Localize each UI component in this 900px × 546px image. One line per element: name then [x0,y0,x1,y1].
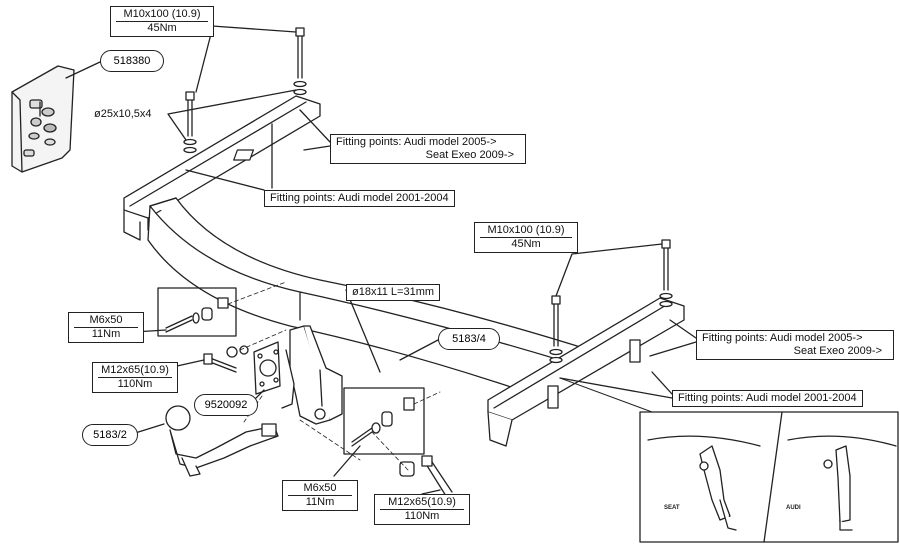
fit-note-line1: Fitting points: Audi model 2005-> [336,136,497,148]
bottom-m12-bolt [399,455,453,497]
spec-torque: 45Nm [480,237,572,251]
spec-torque: 45Nm [116,21,208,35]
part-5183-4: 5183/4 [438,328,500,350]
part-518380: 518380 [100,50,164,72]
leader-top-left-spec [195,25,297,93]
right-bolts [549,239,673,364]
leader-fit-left-2005 [299,109,331,151]
fit-note-line2: Seat Exeo 2009-> [793,345,882,357]
socket-plate [253,341,281,395]
fitting-kit-bag [11,65,75,173]
spacer-label: ø18x11 L=31mm [346,284,441,301]
leader-fit-left-2001 [185,123,273,191]
leader-518380 [65,61,101,79]
leader-fit-right-2005 [649,319,697,357]
bottom-m6-bolt [351,397,415,447]
leader-fit-right-2001 [559,371,673,399]
spec-torque: 11Nm [74,327,138,341]
inset-label-seat: SEAT [664,505,680,511]
spec-right: M10x100 (10.9) 45Nm [474,222,578,253]
leader-bottom-m12 [421,489,441,495]
spec-torque: 11Nm [288,495,352,509]
spec-torque: 110Nm [380,509,464,523]
spec-bolt: M12x65(10.9) [101,364,169,376]
spec-bolt: M6x50 [89,314,123,326]
spec-bolt: M12x65(10.9) [388,496,456,508]
tow-ball [165,405,279,477]
centre-bracket [281,325,343,425]
spec-torque: 110Nm [98,377,172,391]
top-left-bolts [183,27,307,154]
inset-panel [559,377,899,543]
spec-bolt: M10x100 (10.9) [123,8,201,20]
leader-spacer [345,289,381,373]
left-side-bracket [123,95,321,241]
spec-left-m12: M12x65(10.9) 110Nm [92,362,178,393]
fit-note-line1: Fitting points: Audi model 2005-> [702,332,863,344]
fit-note-right-2005: Fitting points: Audi model 2005-> Seat E… [696,330,894,360]
fit-note-line2: Seat Exeo 2009-> [425,149,514,161]
inset-audi-bracket [823,445,853,531]
detail-box-left [157,287,237,337]
spec-left-m6: M6x50 11Nm [68,312,144,343]
spec-bolt: M6x50 [303,482,337,494]
leader-right-spec [555,243,663,297]
leader-5183-4 [399,339,439,361]
leader-bottom-m6 [333,445,361,477]
fit-note-left-2005: Fitting points: Audi model 2005-> Seat E… [330,134,526,164]
inset-label-audi: AUDI [786,505,801,511]
spec-bottom-m6: M6x50 11Nm [282,480,358,511]
left-m12-bolt [203,345,249,373]
fit-note-left-2001: Fitting points: Audi model 2001-2004 [264,190,455,207]
inset-seat-bracket [699,445,737,531]
right-side-bracket [487,297,685,447]
spec-bolt: M10x100 (10.9) [487,224,565,236]
part-5183-2: 5183/2 [82,424,138,446]
washer-label: ø25x10,5x4 [94,108,152,120]
detail-box-bottom [343,387,425,455]
left-m6-bolt [165,297,229,333]
leader-washer [167,89,297,141]
spec-top-left: M10x100 (10.9) 45Nm [110,6,214,37]
spec-bottom-m12: M12x65(10.9) 110Nm [374,494,470,525]
part-9520092: 9520092 [194,394,258,416]
fit-note-right-2001: Fitting points: Audi model 2001-2004 [672,390,863,407]
